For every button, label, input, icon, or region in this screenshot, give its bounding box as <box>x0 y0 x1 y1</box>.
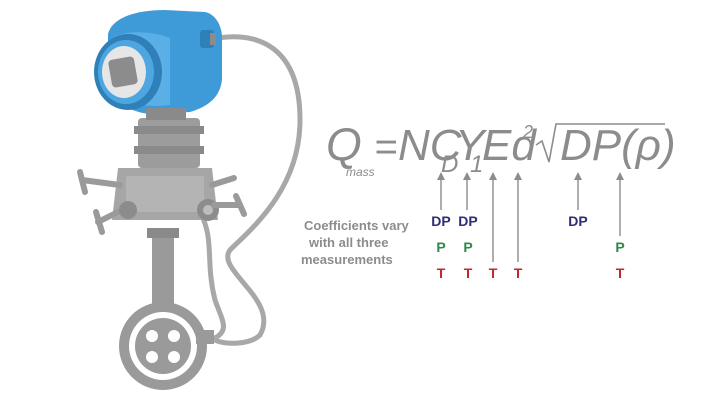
equation-d-superscript: 2 <box>522 122 533 142</box>
square-root-sign <box>535 123 665 163</box>
measurement-labels: DP DP DP P P P T T T T T <box>431 213 624 281</box>
arrow-c-coefficient <box>437 172 445 210</box>
equation-q: Q <box>326 118 362 170</box>
equation-y-subscript: 1 <box>470 151 483 178</box>
equation-ed: Ed <box>482 121 537 170</box>
dp-label: DP <box>568 213 587 229</box>
dp-label: DP <box>431 213 450 229</box>
equation-y: Y <box>455 121 487 170</box>
arrow-y-coefficient <box>463 172 471 210</box>
note-line-2: with all three <box>308 235 388 250</box>
coefficients-note: Coefficients vary with all three measure… <box>301 218 410 267</box>
t-label: T <box>616 265 625 281</box>
p-label: P <box>436 239 445 255</box>
equation-radicand: DP(ρ) <box>560 121 676 170</box>
equation-nc: NC <box>398 121 463 170</box>
p-label: P <box>463 239 472 255</box>
note-line-1: Coefficients vary <box>304 218 410 233</box>
note-line-3: measurements <box>301 252 393 267</box>
flow-transmitter-icon <box>77 10 303 390</box>
arrow-density-term <box>616 172 624 236</box>
t-label: T <box>514 265 523 281</box>
t-label: T <box>464 265 473 281</box>
dp-label: DP <box>458 213 477 229</box>
arrow-dp-term <box>574 172 582 210</box>
mass-flow-equation: Q mass = NC D Y 1 Ed 2 DP(ρ) <box>326 118 676 179</box>
p-label: P <box>615 239 624 255</box>
dependency-arrows <box>437 172 624 262</box>
equation-q-subscript: mass <box>346 165 375 179</box>
t-label: T <box>437 265 446 281</box>
arrow-d-coefficient <box>514 172 522 262</box>
equation-equals: = <box>374 125 397 169</box>
equation-c-subscript: D <box>441 151 458 178</box>
t-label: T <box>489 265 498 281</box>
arrow-e-coefficient <box>489 172 497 262</box>
